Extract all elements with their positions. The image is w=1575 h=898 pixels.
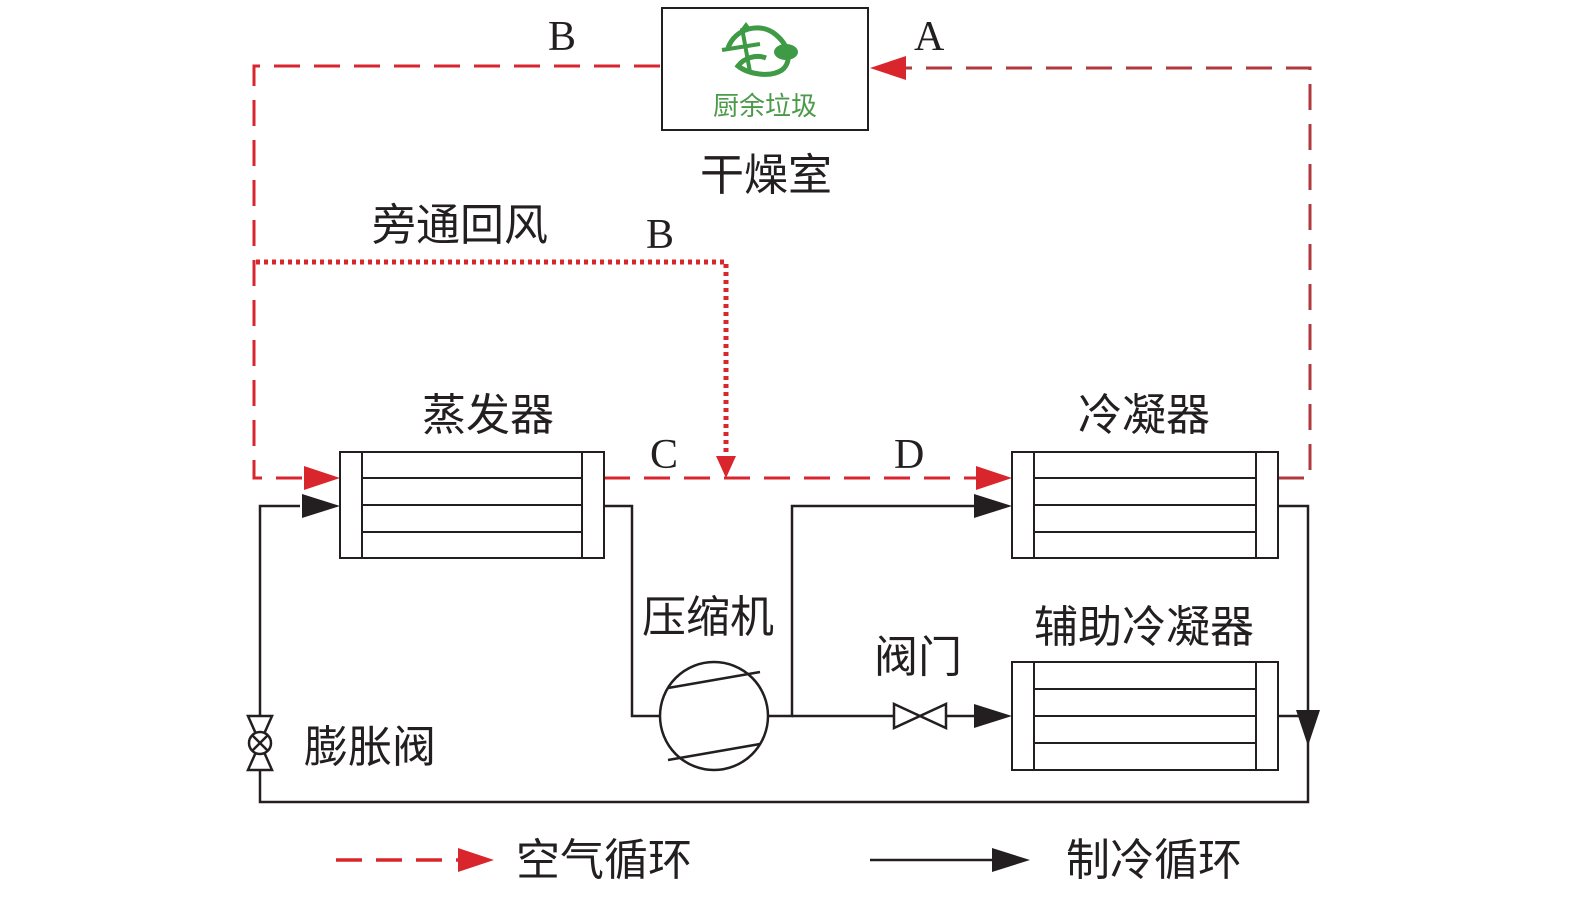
expansion-valve-symbol — [246, 714, 274, 772]
refrigerant-arrow-down — [1296, 710, 1320, 746]
kitchen-waste-label: 厨余垃圾 — [713, 92, 817, 122]
condenser-unit — [1011, 451, 1279, 559]
refrigerant-arrow-into-condenser — [974, 494, 1012, 518]
condenser-label: 冷凝器 — [1078, 390, 1210, 441]
point-label-b-bypass: B — [646, 212, 674, 258]
legend-air-arrow — [458, 848, 494, 872]
bypass-arrow-down — [716, 456, 736, 478]
drying-room-box: 厨余垃圾 — [661, 7, 869, 131]
bypass-air-duct — [256, 259, 729, 462]
air-return-duct — [252, 64, 660, 480]
kitchen-waste-logo — [721, 22, 798, 77]
aux-condenser-label: 辅助冷凝器 — [1034, 602, 1254, 653]
legend-air-cycle-label: 空气循环 — [516, 835, 692, 886]
legend-refrigeration-cycle-label: 制冷循环 — [1066, 835, 1242, 886]
compressor-label: 压缩机 — [642, 592, 774, 643]
legend-refrigerant-arrow — [992, 848, 1030, 872]
point-label-b-top: B — [548, 14, 576, 60]
point-label-d: D — [894, 432, 924, 478]
air-supply-duct — [906, 66, 1312, 480]
refrigerant-lines — [258, 504, 1310, 804]
compressor-symbol — [658, 660, 770, 772]
refrigerant-arrow-into-aux-condenser — [974, 704, 1012, 728]
expansion-valve-label: 膨胀阀 — [304, 722, 436, 773]
aux-condenser-unit — [1011, 661, 1279, 771]
valve-label: 阀门 — [874, 632, 962, 683]
point-label-c: C — [650, 432, 678, 478]
point-label-a: A — [914, 14, 945, 60]
air-arrow-into-evaporator — [304, 466, 340, 490]
air-arrow-into-drying-room — [870, 56, 906, 80]
air-arrow-into-condenser — [976, 466, 1012, 490]
bypass-return-air-label: 旁通回风 — [372, 200, 548, 251]
drying-room-label: 干燥室 — [700, 150, 832, 201]
air-cycle-lines — [252, 64, 1312, 480]
legend: 空气循环 制冷循环 — [336, 835, 1242, 886]
evaporator-unit — [339, 451, 605, 559]
evaporator-label: 蒸发器 — [422, 390, 554, 441]
valve-symbol — [892, 702, 948, 730]
refrigerant-arrow-into-evaporator — [302, 494, 340, 518]
